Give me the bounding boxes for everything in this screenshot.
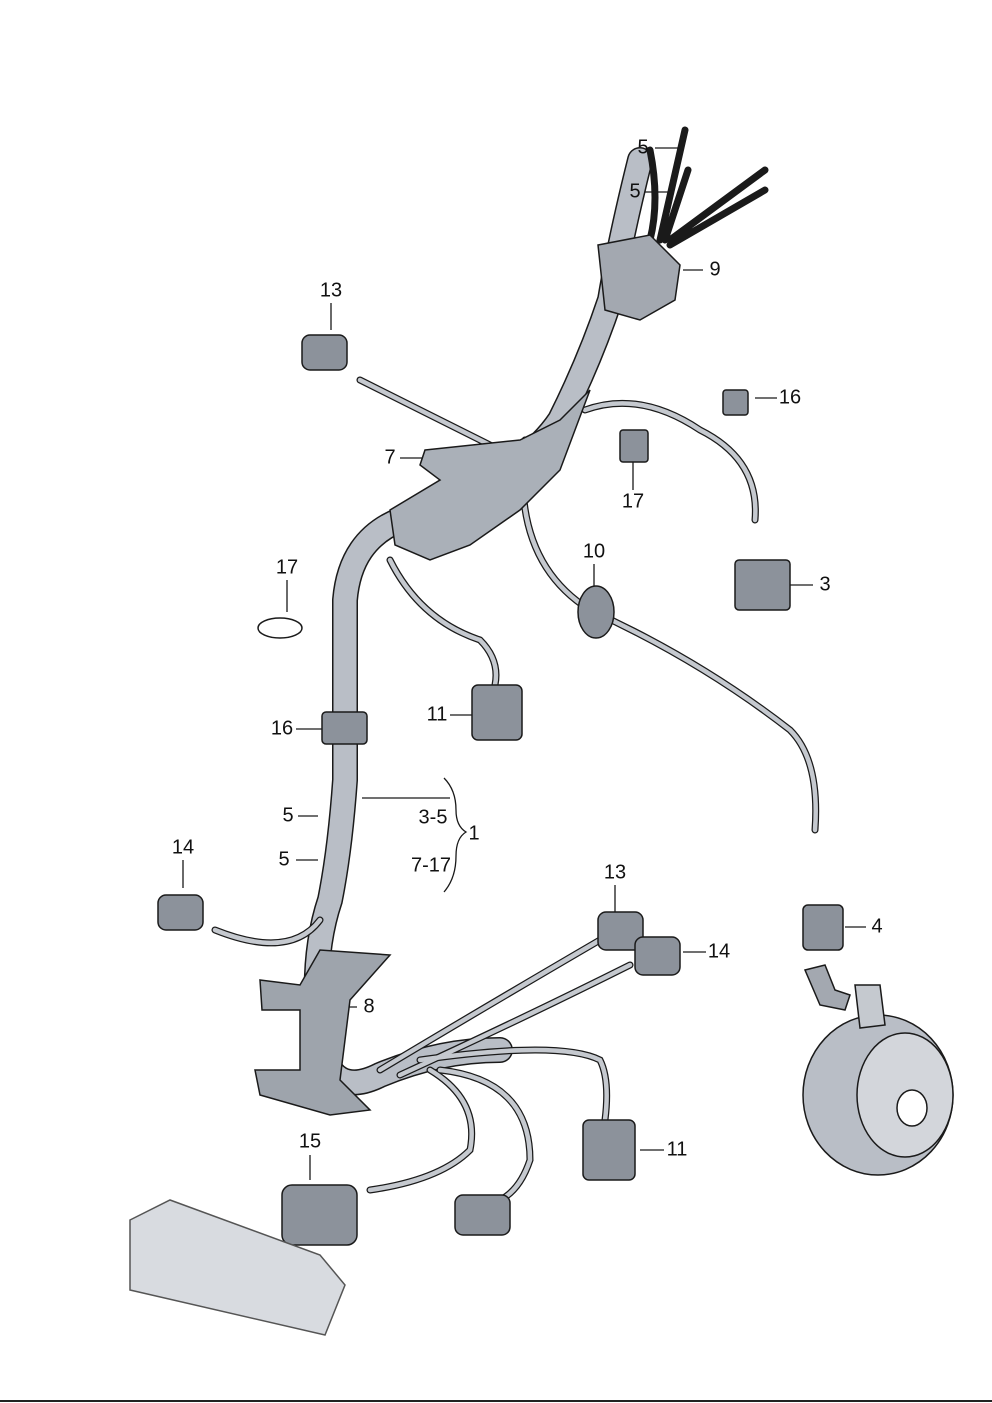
sensor-connector-13-top (301, 334, 348, 371)
callout-13: 13 (603, 861, 627, 884)
bracket-8 (254, 949, 392, 1116)
callout-10: 10 (582, 540, 606, 563)
hose-clip-17 (257, 617, 303, 639)
callout-9: 9 (709, 258, 721, 281)
leader-lines (182, 147, 866, 1180)
callout-5: 5 (278, 848, 290, 871)
sensor-connector-13-bottom (597, 911, 644, 951)
callout-5: 5 (282, 804, 294, 827)
main-harness (211, 126, 820, 1204)
multi-pin-connector-9 (597, 234, 681, 321)
callout-13: 13 (319, 279, 343, 302)
callout-range-7-17: 7-17 (410, 854, 452, 877)
connector-3 (734, 559, 791, 611)
callout-17: 17 (275, 556, 299, 579)
connector-11-top (471, 684, 523, 741)
callout-8: 8 (363, 995, 375, 1018)
wheel-speed-sensor (803, 964, 851, 1011)
clip-17-top (619, 429, 649, 463)
callout-15: 15 (298, 1130, 322, 1153)
callout-4: 4 (871, 915, 883, 938)
connector-4 (802, 904, 844, 951)
instrument-cluster (129, 1199, 346, 1336)
callout-14: 14 (171, 836, 195, 859)
connector-11-bottom (582, 1119, 636, 1181)
bracket-7 (389, 389, 591, 561)
brake-disc (802, 1014, 954, 1176)
grommet-10 (577, 585, 615, 639)
callout-5: 5 (637, 136, 649, 159)
callout-1: 1 (468, 822, 480, 845)
sensor-connector-14-right (634, 936, 681, 976)
callout-5: 5 (629, 180, 641, 203)
gasket (854, 984, 886, 1029)
connector-15 (281, 1184, 358, 1246)
bottom-rule (0, 1400, 992, 1402)
callout-16: 16 (270, 717, 294, 740)
clip-16-top (722, 389, 749, 416)
callout-range-3-5: 3-5 (418, 806, 448, 829)
callout-17: 17 (621, 490, 645, 513)
callout-11: 11 (426, 703, 448, 726)
callout-3: 3 (819, 573, 831, 596)
callout-16: 16 (778, 386, 802, 409)
connector-small (454, 1194, 511, 1236)
callout-7: 7 (384, 446, 396, 469)
callout-11: 11 (666, 1138, 688, 1161)
callout-14: 14 (707, 940, 731, 963)
clip-16-mid (321, 711, 368, 745)
sensor-connector-14-left (157, 894, 204, 931)
